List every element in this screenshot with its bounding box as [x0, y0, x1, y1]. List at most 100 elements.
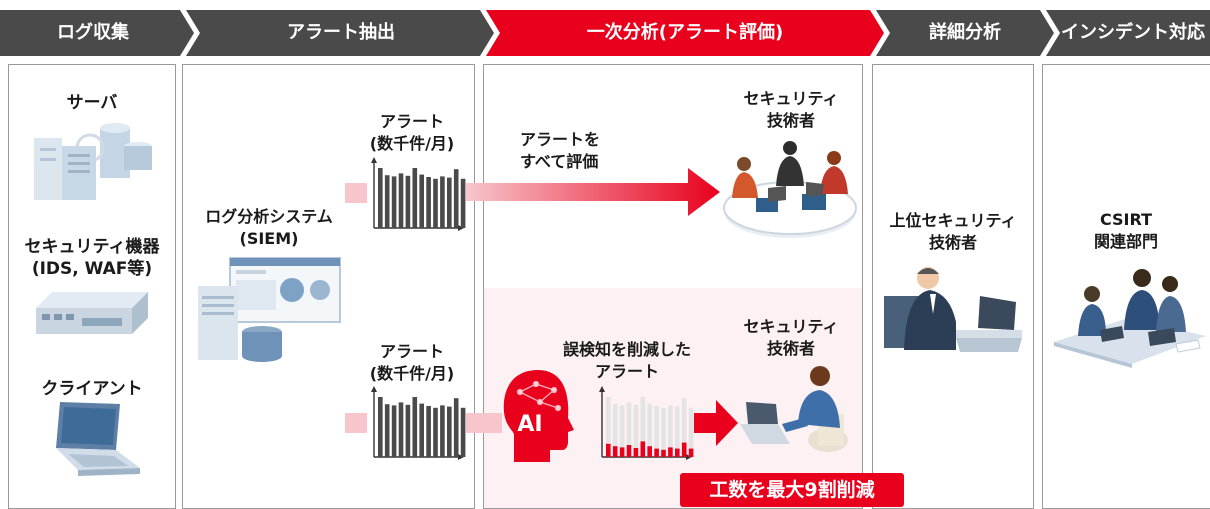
bottom-alert-chart: [371, 386, 466, 460]
chart-bar: [681, 442, 687, 457]
stage-arrow-incident-response: [1046, 10, 1210, 56]
chart-bar: [612, 404, 618, 457]
csirt-sublabel: 関連部門: [1093, 232, 1158, 251]
security-appliance-icon: [36, 292, 148, 334]
top-alert-chart: [371, 157, 466, 231]
y-axis-arrowhead: [371, 386, 377, 392]
stage-arrow-alert-extraction: [186, 10, 494, 56]
chart-bar: [405, 404, 411, 457]
chart-bar: [447, 406, 452, 457]
chart-bar: [384, 175, 390, 228]
top-chart-title: アラート: [379, 112, 444, 131]
chart-bar: [433, 178, 438, 228]
chart-bar: [640, 397, 646, 457]
laptop-icon: [56, 402, 140, 476]
stage-label-detailed-analysis: 詳細分析: [929, 22, 1001, 43]
chart-bar: [412, 168, 418, 228]
chart-bar: [426, 177, 431, 228]
security-device-label: セキュリティ機器: [24, 237, 160, 257]
security-device-sublabel: (IDS, WAF等): [31, 259, 153, 279]
evaluate-all-label: アラートを: [520, 130, 601, 149]
chart-bar: [633, 404, 639, 457]
engineer-top-label: セキュリティ: [743, 89, 839, 108]
chart-bar: [447, 177, 452, 228]
chart-bar: [619, 405, 625, 457]
chart-bar: [378, 397, 383, 457]
chart-bar: [433, 407, 438, 457]
chart-bar: [668, 447, 673, 457]
chart-bar: [633, 448, 639, 457]
stage-header-bar: [0, 10, 1210, 56]
chart-bar: [647, 446, 652, 457]
stage-arrow-primary-analysis: [486, 10, 884, 56]
chart-bar: [412, 397, 418, 457]
senior-engineer-label: 上位セキュリティ: [889, 211, 1017, 230]
chart-bar: [661, 407, 666, 457]
chart-bar: [606, 443, 611, 457]
ai-label: AI: [517, 412, 543, 437]
ai-to-engineer-arrow: [694, 400, 738, 446]
stage-label-log-collection: ログ収集: [57, 22, 129, 43]
chart-bar: [654, 448, 659, 457]
ai-brain-icon: [503, 370, 574, 462]
server-label: サーバ: [66, 93, 118, 113]
senior-engineer-icon: [884, 267, 1022, 352]
chart-bar: [675, 406, 680, 457]
chart-bar: [606, 397, 611, 457]
chart-bar: [440, 176, 445, 228]
evaluate-all-arrow: [466, 168, 720, 216]
csirt-label: CSIRT: [1099, 210, 1153, 229]
stage-arrow-detailed-analysis: [876, 10, 1054, 56]
chart-bar: [681, 398, 687, 457]
chart-bar: [647, 403, 652, 457]
engineer-bottom-label: セキュリティ: [743, 317, 839, 336]
bottom-chart-subtitle: (数千件/月): [369, 364, 455, 383]
chart-bar: [391, 405, 397, 457]
stage-arrow-log-collection: [0, 10, 194, 56]
chart-bar: [440, 405, 445, 457]
stage-label-incident-response: インシデント対応: [1061, 22, 1205, 43]
csirt-team-icon: [1054, 269, 1206, 368]
chart-bar: [419, 403, 424, 457]
chart-bar: [668, 405, 673, 457]
chart-bar: [675, 448, 680, 457]
chart-bar: [391, 176, 397, 228]
chart-bar: [460, 407, 466, 457]
engineer-bottom-sublabel: 技術者: [766, 339, 815, 358]
reduction-badge: 工数を最大9割削減: [680, 473, 904, 507]
column-detailed-analysis: [872, 64, 1034, 509]
chart-bar: [384, 404, 390, 457]
engineer-top-sublabel: 技術者: [766, 111, 815, 130]
chart-bar: [405, 175, 411, 228]
flow-band-siem-to-top-chart: [345, 183, 367, 203]
siem-label: ログ分析システム: [205, 207, 333, 226]
chart-bar: [654, 406, 659, 457]
chart-bar: [688, 448, 694, 457]
reduced-alerts-sublabel: アラート: [594, 362, 659, 381]
stage-label-alert-extraction: アラート抽出: [287, 22, 395, 43]
engineer-team-meeting-icon: [723, 141, 857, 238]
engineer-at-laptop-icon: [740, 366, 848, 452]
siem-sublabel: (SIEM): [239, 229, 299, 248]
chart-bar: [688, 407, 694, 457]
bottom-chart-title: アラート: [379, 342, 444, 361]
flow-band-chart-to-ai: [466, 413, 502, 433]
y-axis-arrowhead: [599, 386, 605, 392]
chart-bar: [453, 169, 459, 228]
chart-bar: [626, 402, 632, 457]
reduced-alerts-label: 誤検知を削減した: [562, 340, 691, 359]
y-axis-arrowhead: [371, 157, 377, 163]
chart-bar: [419, 174, 424, 228]
column-incident-response: [1042, 64, 1210, 509]
chart-bar: [661, 449, 666, 457]
top-chart-subtitle: (数千件/月): [369, 134, 455, 153]
chart-bar: [398, 173, 404, 228]
siem-system-icon: [198, 257, 341, 362]
server-icon: [34, 123, 152, 200]
senior-engineer-sublabel: 技術者: [928, 233, 977, 252]
stage-label-primary-analysis: 一次分析(アラート評価): [586, 22, 784, 43]
evaluate-all-sublabel: すべて評価: [520, 152, 599, 171]
flow-band-siem-to-bottom-chart: [345, 413, 367, 433]
chart-bar: [378, 168, 383, 228]
chart-bar: [426, 406, 431, 457]
